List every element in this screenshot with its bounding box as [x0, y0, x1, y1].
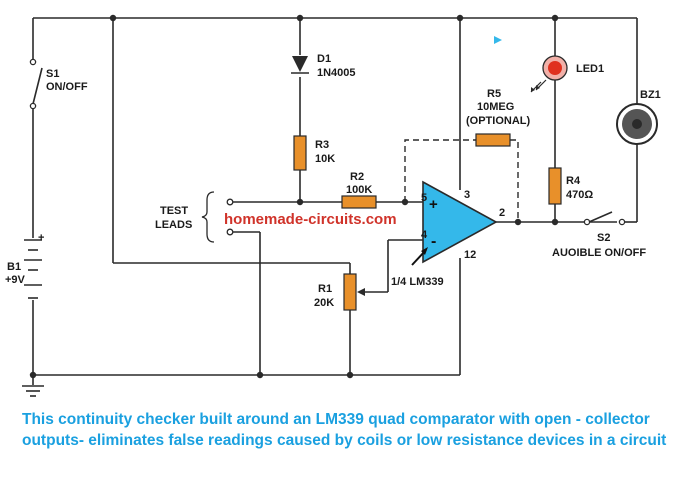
r3-value: 10K: [315, 153, 335, 165]
comparator-label: 1/4 LM339: [391, 276, 444, 288]
wires: [32, 17, 638, 385]
test-leads-line2: LEADS: [155, 219, 192, 231]
r3-ref: R3: [315, 139, 329, 151]
buzzer-bz1: BZ1: [616, 89, 661, 145]
r1-ref: R1: [318, 283, 332, 295]
watermark: homemade-circuits.com: [224, 211, 397, 228]
test-leads: TEST LEADS: [155, 191, 234, 243]
r5-feedback-dashed: [404, 139, 519, 222]
b1-ref: B1: [7, 261, 21, 273]
diode-d1: D1 1N4005: [291, 53, 356, 79]
s2-ref: S2: [597, 232, 610, 244]
caption-text: This continuity checker built around an …: [22, 411, 667, 449]
junctions: [29, 14, 559, 379]
pin-3: 3: [464, 189, 470, 201]
led1-ref: LED1: [576, 63, 604, 75]
r2-ref: R2: [350, 171, 364, 183]
ground-symbol: [22, 385, 44, 397]
resistor-r5: R5 10MEG (OPTIONAL): [466, 88, 530, 147]
r2-value: 100K: [346, 184, 372, 196]
circuit-schematic: S1 ON/OFF + B1 +9V D1 1N4005 R3 10K R2 1…: [5, 14, 661, 397]
led-led1: LED1: [530, 55, 604, 93]
switch-s2: S2 AUOIBLE ON/OFF: [552, 211, 646, 259]
r5-note: (OPTIONAL): [466, 115, 530, 127]
comparator-lm339: + - 1/4 LM339 5 4 3 2 12: [391, 36, 505, 288]
comparator-minus: -: [431, 233, 436, 250]
s2-value: AUOIBLE ON/OFF: [552, 247, 646, 259]
pin-2: 2: [499, 207, 505, 219]
resistor-r4: R4 470Ω: [548, 167, 593, 205]
s1-ref: S1: [46, 68, 59, 80]
bz1-ref: BZ1: [640, 89, 661, 101]
b1-value: +9V: [5, 274, 26, 286]
comparator-plus: +: [429, 196, 438, 213]
pin-4: 4: [421, 229, 428, 241]
r1-value: 20K: [314, 297, 334, 309]
potentiometer-r1: R1 20K: [314, 273, 365, 311]
switch-s1: S1 ON/OFF: [29, 58, 88, 110]
s1-value: ON/OFF: [46, 81, 88, 93]
d1-ref: D1: [317, 53, 331, 65]
resistor-r2: R2 100K: [341, 171, 377, 209]
r5-value: 10MEG: [477, 101, 514, 113]
b1-plus: +: [38, 232, 44, 244]
pin-5: 5: [421, 192, 427, 204]
pin-12: 12: [464, 249, 476, 261]
r4-value: 470Ω: [566, 189, 593, 201]
test-leads-line1: TEST: [160, 205, 188, 217]
r4-ref: R4: [566, 175, 581, 187]
r5-ref: R5: [487, 88, 501, 100]
resistor-r3: R3 10K: [293, 135, 335, 171]
battery-b1: + B1 +9V: [5, 232, 44, 299]
d1-value: 1N4005: [317, 67, 356, 79]
